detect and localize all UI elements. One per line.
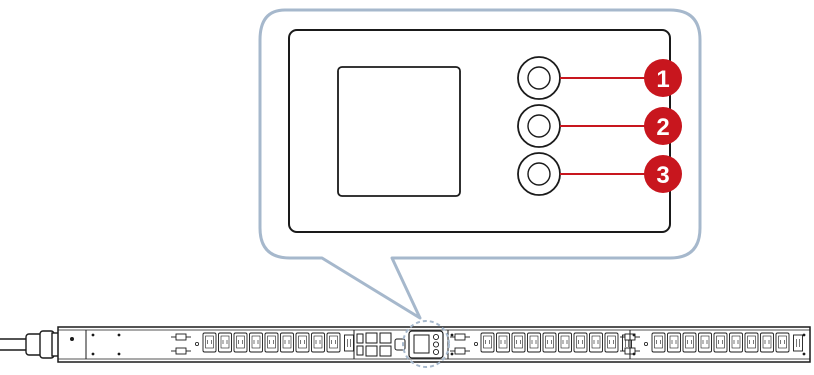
svg-text:1: 1 — [656, 66, 669, 93]
outlet-group — [450, 332, 632, 355]
svg-text:2: 2 — [656, 114, 669, 141]
button-1[interactable] — [517, 56, 561, 100]
lcd-screen — [337, 66, 461, 197]
screw-dot — [802, 333, 806, 337]
outlet-icon — [280, 332, 294, 353]
outlet-icon — [729, 332, 743, 353]
outlet-icon — [233, 332, 248, 353]
outlet-icon — [604, 332, 619, 353]
breaker-switch-icon — [171, 347, 191, 355]
outlet-groups — [171, 330, 806, 359]
screw-dot — [632, 352, 636, 356]
outlet-icon — [760, 332, 774, 353]
outlet-icon — [775, 332, 790, 353]
outlet-icon — [264, 332, 279, 353]
outlet-icon — [511, 332, 526, 353]
button-2[interactable] — [517, 104, 561, 148]
outlet-icon — [682, 332, 697, 353]
strip-display-module — [408, 330, 444, 359]
outlet-icon — [698, 332, 712, 353]
outlet-icon — [311, 332, 325, 353]
outlet-icon — [249, 332, 263, 353]
group-end-block — [344, 334, 354, 352]
screw-dot — [450, 333, 454, 337]
outlet-group — [620, 332, 803, 355]
highlight-ring — [402, 320, 450, 368]
network-ports — [353, 330, 406, 359]
screw-dot — [802, 352, 806, 356]
outlet-icon — [527, 332, 541, 353]
callout-badge-2: 2 — [644, 107, 682, 145]
svg-text:3: 3 — [656, 162, 669, 189]
outlet-icon — [713, 332, 728, 353]
callout-badge-3: 3 — [644, 155, 682, 193]
breaker-switch-icon — [171, 333, 191, 341]
screw-dot — [632, 333, 636, 337]
outlet-icon — [558, 332, 572, 353]
power-cord — [0, 330, 61, 359]
outlet-icon — [573, 332, 588, 353]
outlet-icon — [744, 332, 759, 353]
outlet-icon — [295, 332, 310, 353]
outlet-icon — [589, 332, 603, 353]
group-end-block — [793, 334, 803, 352]
outlet-icon — [496, 332, 510, 353]
callout-badge-1: 1 — [644, 59, 682, 97]
breaker-switch-icon — [450, 347, 470, 355]
outlet-icon — [651, 332, 666, 353]
breaker-switch-icon — [450, 333, 470, 341]
leader-lines — [560, 77, 645, 175]
button-3[interactable] — [517, 152, 561, 196]
outlet-icon — [326, 332, 341, 353]
screw-dot — [450, 352, 454, 356]
outlet-icon — [218, 332, 232, 353]
outlet-group — [171, 332, 354, 355]
outlet-icon — [667, 332, 681, 353]
outlet-icon — [202, 332, 217, 353]
outlet-icon — [542, 332, 557, 353]
outlet-icon — [480, 332, 495, 353]
